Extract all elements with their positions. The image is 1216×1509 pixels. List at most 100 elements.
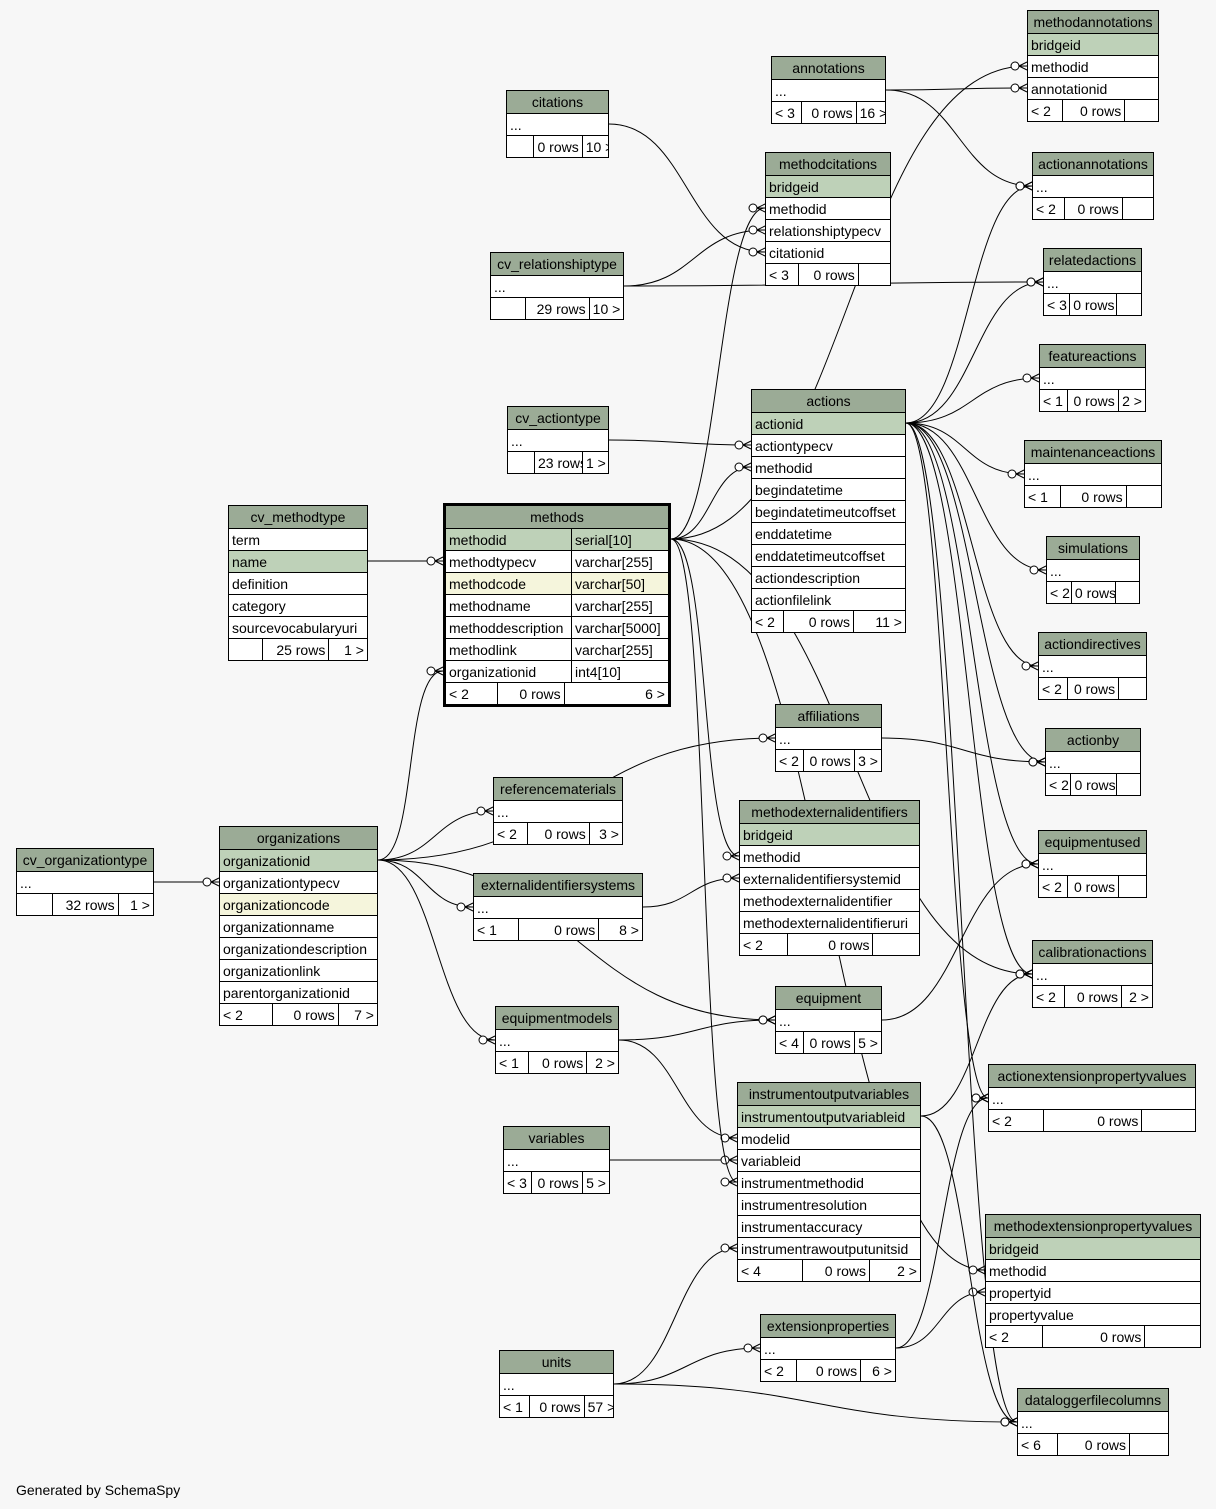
column-begindatetimeutcoffset[interactable]: begindatetimeutcoffset: [752, 500, 905, 522]
column-methodexternalidentifieruri[interactable]: methodexternalidentifieruri: [740, 911, 919, 933]
column-bridgeid[interactable]: bridgeid: [986, 1237, 1200, 1259]
column-parentorganizationid[interactable]: parentorganizationid: [220, 981, 377, 1003]
table-title[interactable]: maintenanceactions: [1025, 441, 1161, 463]
table-title[interactable]: methodexternalidentifiers: [740, 801, 919, 823]
table-title[interactable]: cv_organizationtype: [17, 849, 153, 871]
column-ellipsis[interactable]: ...: [508, 429, 608, 451]
table-title[interactable]: actionby: [1046, 729, 1140, 751]
table-title[interactable]: methods: [446, 506, 668, 528]
column-methodid[interactable]: methodid: [740, 845, 919, 867]
column-propertyvalue[interactable]: propertyvalue: [986, 1303, 1200, 1325]
column-methodid[interactable]: methodid: [766, 197, 890, 219]
table-title[interactable]: citations: [507, 91, 608, 113]
column-methodexternalidentifier[interactable]: methodexternalidentifier: [740, 889, 919, 911]
column-actiondescription[interactable]: actiondescription: [752, 566, 905, 588]
column-instrumentaccuracy[interactable]: instrumentaccuracy: [738, 1215, 920, 1237]
table-title[interactable]: cv_actiontype: [508, 407, 608, 429]
column-modelid[interactable]: modelid: [738, 1127, 920, 1149]
table-title[interactable]: units: [500, 1351, 613, 1373]
column-variableid[interactable]: variableid: [738, 1149, 920, 1171]
column-organizationcode[interactable]: organizationcode: [220, 893, 377, 915]
column-organizationid[interactable]: organizationid: [220, 849, 377, 871]
column-instrumentresolution[interactable]: instrumentresolution: [738, 1193, 920, 1215]
column-actionid[interactable]: actionid: [752, 412, 905, 434]
column-enddatetime[interactable]: enddatetime: [752, 522, 905, 544]
column-organizationdescription[interactable]: organizationdescription: [220, 937, 377, 959]
table-title[interactable]: equipmentused: [1039, 831, 1146, 853]
table-title[interactable]: extensionproperties: [761, 1315, 895, 1337]
column-annotationid[interactable]: annotationid: [1028, 77, 1158, 99]
column-ellipsis[interactable]: ...: [1047, 559, 1139, 581]
column-ellipsis[interactable]: ...: [1046, 751, 1140, 773]
column-ellipsis[interactable]: ...: [494, 800, 622, 822]
column-instrumentmethodid[interactable]: instrumentmethodid: [738, 1171, 920, 1193]
table-title[interactable]: simulations: [1047, 537, 1139, 559]
column-ellipsis[interactable]: ...: [1044, 271, 1141, 293]
column-definition[interactable]: definition: [229, 572, 367, 594]
table-title[interactable]: affiliations: [776, 705, 881, 727]
table-title[interactable]: dataloggerfilecolumns: [1018, 1389, 1168, 1411]
column-term[interactable]: term: [229, 528, 367, 550]
column-ellipsis[interactable]: ...: [1039, 853, 1146, 875]
table-title[interactable]: methodextensionpropertyvalues: [986, 1215, 1200, 1237]
column-actionfilelink[interactable]: actionfilelink: [752, 588, 905, 610]
column-ellipsis[interactable]: ...: [772, 79, 885, 101]
table-title[interactable]: actions: [752, 390, 905, 412]
column-ellipsis[interactable]: ...: [1040, 367, 1145, 389]
table-title[interactable]: externalidentifiersystems: [474, 874, 642, 896]
table-title[interactable]: cv_relationshiptype: [491, 253, 623, 275]
column-ellipsis[interactable]: ...: [1025, 463, 1161, 485]
column-begindatetime[interactable]: begindatetime: [752, 478, 905, 500]
table-title[interactable]: organizations: [220, 827, 377, 849]
table-title[interactable]: instrumentoutputvariables: [738, 1083, 920, 1105]
column-ellipsis[interactable]: ...: [1033, 175, 1153, 197]
column-ellipsis[interactable]: ...: [491, 275, 623, 297]
column-sourcevocabularyuri[interactable]: sourcevocabularyuri: [229, 616, 367, 638]
column-methodid[interactable]: methodid: [986, 1259, 1200, 1281]
table-title[interactable]: calibrationactions: [1033, 941, 1152, 963]
column-organizationname[interactable]: organizationname: [220, 915, 377, 937]
column-organizationlink[interactable]: organizationlink: [220, 959, 377, 981]
column-bridgeid[interactable]: bridgeid: [740, 823, 919, 845]
column-category[interactable]: category: [229, 594, 367, 616]
column-ellipsis[interactable]: ...: [776, 727, 881, 749]
table-title[interactable]: equipmentmodels: [496, 1007, 618, 1029]
table-title[interactable]: annotations: [772, 57, 885, 79]
column-ellipsis[interactable]: ...: [761, 1337, 895, 1359]
table-title[interactable]: actionextensionpropertyvalues: [989, 1065, 1195, 1087]
column-citationid[interactable]: citationid: [766, 241, 890, 263]
column-ellipsis[interactable]: ...: [507, 113, 608, 135]
column-ellipsis[interactable]: ...: [1033, 963, 1152, 985]
column-methodid[interactable]: methodid: [752, 456, 905, 478]
column-ellipsis[interactable]: ...: [989, 1087, 1195, 1109]
column-ellipsis[interactable]: ...: [776, 1009, 881, 1031]
